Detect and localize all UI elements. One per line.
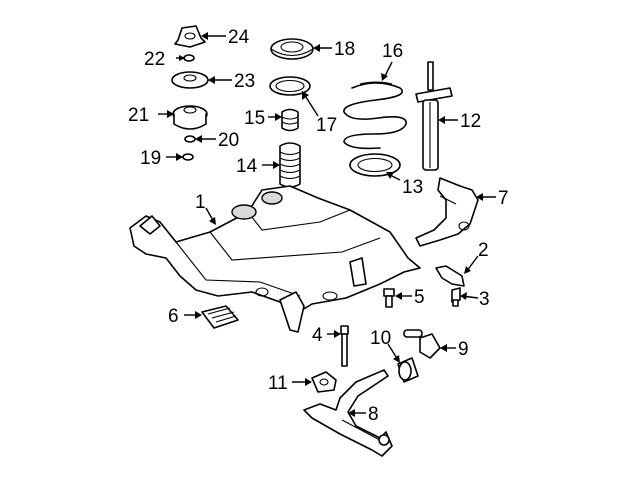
part-20-nut (184, 135, 196, 143)
part-3-bolt (451, 287, 461, 307)
callout-5: 5 (414, 287, 425, 308)
part-16-coil-spring (343, 81, 407, 150)
callout-22: 22 (144, 49, 165, 70)
callout-23: 23 (234, 71, 255, 92)
callout-2: 2 (478, 240, 489, 261)
callout-18: 18 (334, 39, 355, 60)
part-18-upper-spring-seat (270, 38, 314, 60)
callout-19: 19 (140, 148, 161, 169)
callout-1: 1 (195, 192, 206, 213)
callout-9: 9 (458, 339, 469, 360)
callout-15: 15 (244, 108, 265, 129)
leader-lines (158, 32, 496, 417)
part-17-spring-isolator (269, 76, 311, 96)
callout-12: 12 (460, 111, 481, 132)
part-23-mount-plate (171, 71, 209, 89)
callout-24: 24 (228, 27, 250, 48)
part-24-mount-cap (174, 25, 206, 48)
callout-21: 21 (128, 105, 149, 126)
part-15-bump-stop (281, 108, 299, 132)
part-6-bushing-pad (201, 305, 239, 329)
part-4-bolt (340, 325, 349, 367)
part-9-bushing (403, 329, 441, 359)
part-14-dust-boot (279, 142, 301, 188)
part-1-subframe (129, 185, 421, 333)
callout-11: 11 (268, 373, 288, 394)
callout-13: 13 (402, 177, 423, 198)
callout-labels: 1 2 3 4 5 6 7 8 9 10 11 12 13 14 15 16 1… (128, 27, 509, 425)
callout-8: 8 (368, 404, 379, 425)
callout-17: 17 (316, 115, 337, 136)
part-7-steering-knuckle (415, 177, 479, 247)
callout-4: 4 (312, 325, 323, 346)
part-13-lower-spring-pad (349, 153, 401, 177)
part-10-bushing (397, 357, 419, 383)
part-21-strut-mount (172, 105, 208, 130)
part-22-washer (183, 54, 195, 62)
callout-6: 6 (168, 306, 179, 327)
part-12-strut (415, 61, 453, 171)
part-2-bracket (435, 265, 465, 287)
part-5-bolt (383, 288, 395, 308)
callout-10: 10 (370, 328, 391, 349)
callout-14: 14 (236, 156, 258, 177)
part-19-washer (182, 153, 194, 161)
callout-3: 3 (479, 289, 490, 310)
callout-7: 7 (498, 188, 509, 209)
part-11-bracket (311, 371, 337, 393)
callout-20: 20 (218, 130, 239, 151)
callout-16: 16 (382, 41, 403, 62)
